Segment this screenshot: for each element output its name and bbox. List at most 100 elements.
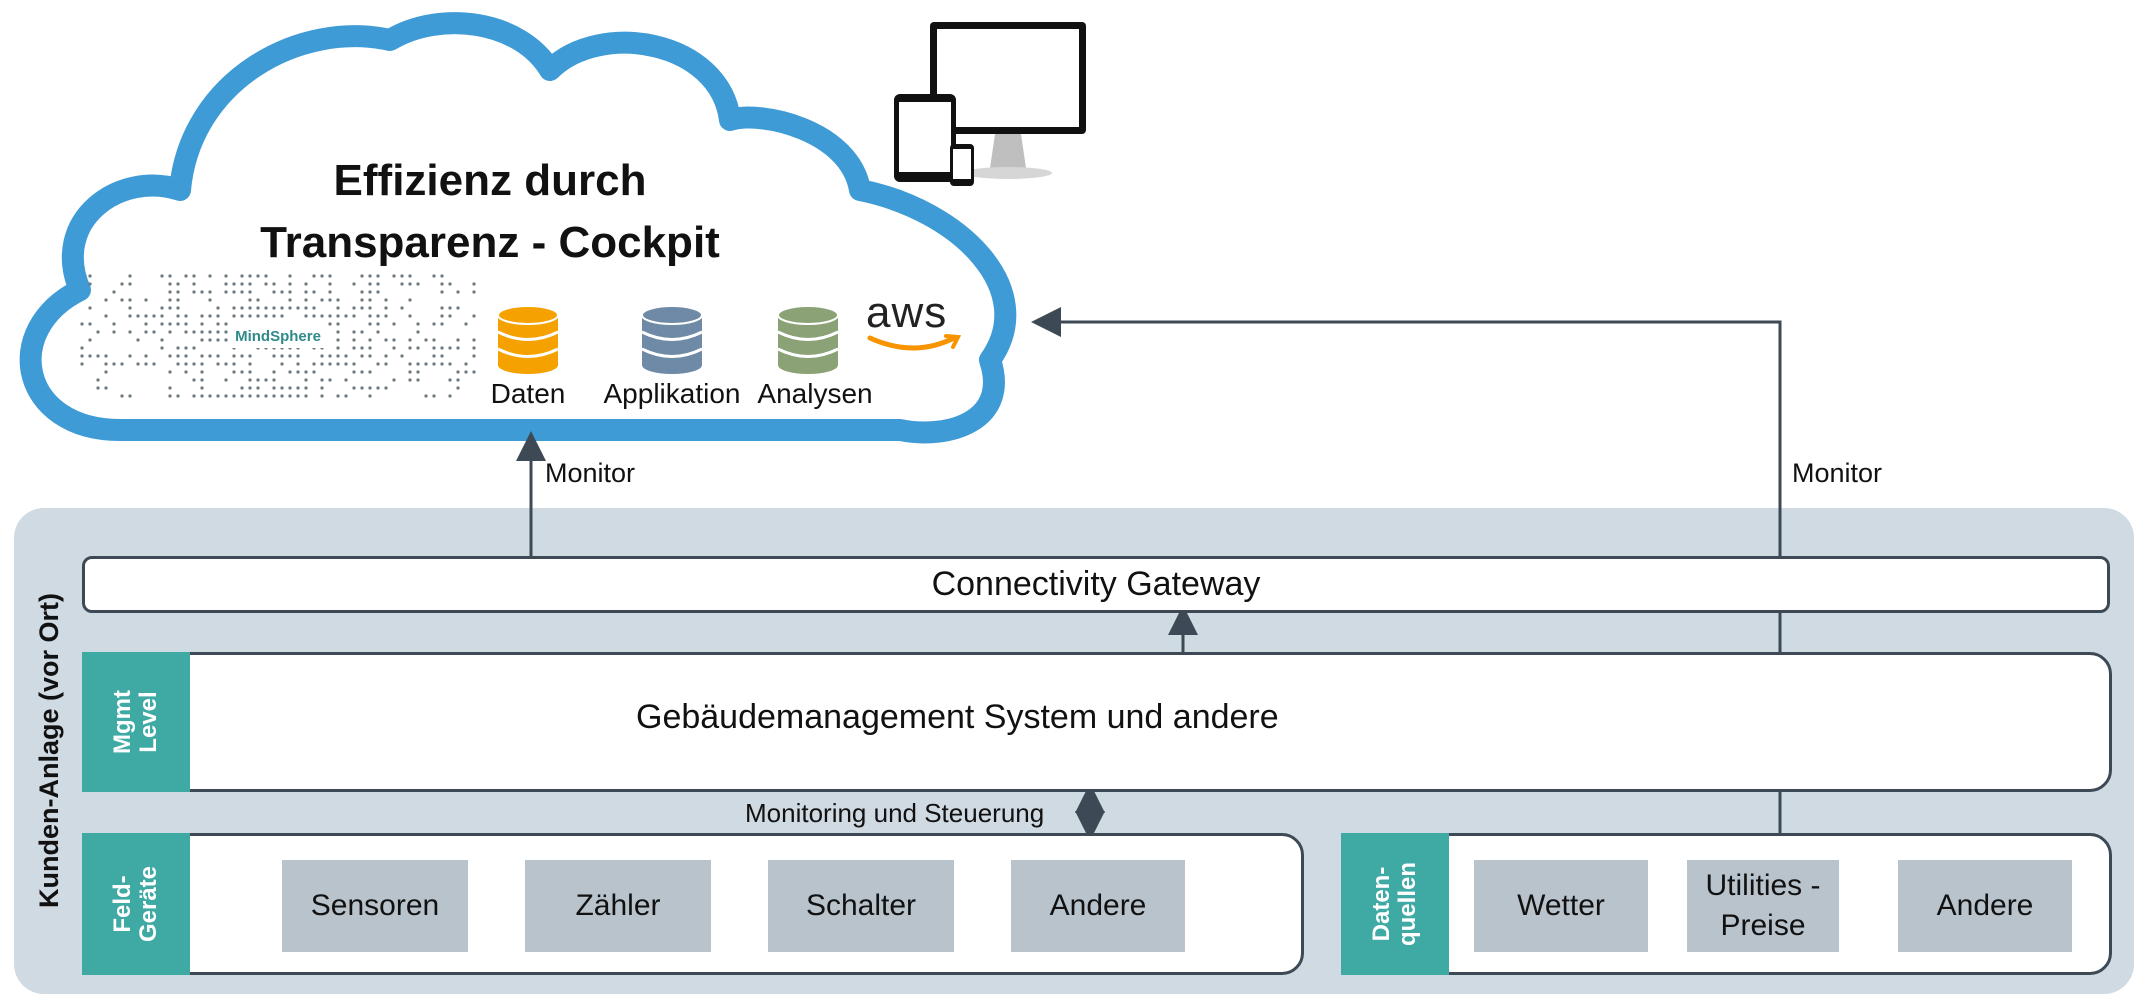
mindsphere-dot — [384, 354, 388, 358]
mindsphere-dot — [104, 314, 108, 318]
mindsphere-dot — [408, 338, 412, 342]
mindsphere-dot — [456, 338, 460, 342]
field-item-sensoren: Sensoren — [282, 860, 468, 952]
mindsphere-dot — [320, 298, 324, 302]
mindsphere-dot — [472, 290, 476, 294]
mindsphere-dot — [264, 306, 268, 310]
field-item-zaehler: Zähler — [525, 860, 711, 952]
mindsphere-dot — [440, 282, 444, 286]
mindsphere-dot — [176, 346, 180, 350]
mindsphere-dot — [296, 386, 300, 390]
mindsphere-dot — [192, 394, 196, 398]
mindsphere-dot — [272, 290, 276, 294]
mindsphere-dot — [136, 314, 140, 318]
mindsphere-dot — [136, 338, 140, 342]
left-monitor-label: Monitor — [545, 458, 636, 488]
mindsphere-dot — [312, 274, 316, 278]
mindsphere-dot — [224, 274, 228, 278]
mindsphere-dot — [208, 274, 212, 278]
mindsphere-dot — [440, 314, 444, 318]
mindsphere-dot — [392, 378, 396, 382]
mindsphere-dot — [216, 322, 220, 326]
mindsphere-dot — [360, 386, 364, 390]
mindsphere-dot — [232, 362, 236, 366]
mindsphere-dot — [152, 362, 156, 366]
mindsphere-dot — [224, 290, 228, 294]
mindsphere-dot — [448, 346, 452, 350]
mindsphere-dot — [208, 394, 212, 398]
mindsphere-dot — [208, 330, 212, 334]
mindsphere-dot — [184, 354, 188, 358]
mindsphere-dot — [376, 290, 380, 294]
mindsphere-dot — [472, 314, 476, 318]
mindsphere-dot — [168, 298, 172, 302]
mindsphere-dot — [384, 386, 388, 390]
mindsphere-dot — [232, 306, 236, 310]
mindsphere-dot — [96, 386, 100, 390]
mindsphere-dot — [288, 306, 292, 310]
mindsphere-dot — [120, 394, 124, 398]
mgmt-level-tag: Mgmt Level — [82, 652, 190, 792]
mindsphere-dot — [384, 338, 388, 342]
mindsphere-dot — [304, 298, 308, 302]
mindsphere-dot — [352, 386, 356, 390]
mindsphere-dot — [224, 394, 228, 398]
mindsphere-dot — [344, 378, 348, 382]
mindsphere-dot — [312, 290, 316, 294]
mindsphere-dot — [200, 394, 204, 398]
mindsphere-dot — [264, 314, 268, 318]
mindsphere-dot — [456, 370, 460, 374]
mindsphere-dot — [320, 394, 324, 398]
mindsphere-dot — [408, 370, 412, 374]
mindsphere-dot — [352, 346, 356, 350]
mindsphere-dot — [168, 394, 172, 398]
mindsphere-dot — [408, 314, 412, 318]
mindsphere-dot — [168, 370, 172, 374]
mindsphere-dot — [200, 314, 204, 318]
mindsphere-dot — [272, 282, 276, 286]
mindsphere-dot — [192, 290, 196, 294]
mindsphere-dot — [440, 306, 444, 310]
mindsphere-dot — [312, 370, 316, 374]
mindsphere-dot — [176, 298, 180, 302]
mindsphere-logo: MindSphere — [80, 274, 476, 398]
mindsphere-dot — [456, 386, 460, 390]
mindsphere-dot — [240, 314, 244, 318]
mindsphere-dot — [352, 306, 356, 310]
mindsphere-dot — [208, 354, 212, 358]
mindsphere-dot — [304, 290, 308, 294]
aws-logo: aws — [866, 288, 948, 337]
mindsphere-dot — [168, 282, 172, 286]
mindsphere-dot — [264, 274, 268, 278]
mindsphere-dot — [288, 354, 292, 358]
field-devices-tag-text: Feld- Geräte — [108, 865, 162, 943]
mindsphere-dot — [312, 362, 316, 366]
mindsphere-dot — [144, 362, 148, 366]
mindsphere-dot — [224, 338, 228, 342]
mindsphere-dot — [384, 298, 388, 302]
mindsphere-dot — [336, 346, 340, 350]
mindsphere-dot — [320, 386, 324, 390]
mindsphere-dot — [376, 330, 380, 334]
mindsphere-dot — [192, 362, 196, 366]
mindsphere-dot — [360, 370, 364, 374]
mindsphere-dot — [336, 394, 340, 398]
mindsphere-dot — [184, 330, 188, 334]
mindsphere-dot — [472, 354, 476, 358]
mindsphere-dot — [368, 298, 372, 302]
connectivity-gateway: Connectivity Gateway — [82, 556, 2110, 613]
mindsphere-dot — [104, 370, 108, 374]
mindsphere-dot — [304, 386, 308, 390]
mindsphere-dot — [288, 290, 292, 294]
mindsphere-dot — [96, 354, 100, 358]
mindsphere-dot — [440, 362, 444, 366]
mindsphere-dot — [376, 322, 380, 326]
mindsphere-dot — [216, 330, 220, 334]
mindsphere-dot — [128, 298, 132, 302]
mindsphere-dot — [144, 354, 148, 358]
mindsphere-dot — [88, 306, 92, 310]
field-devices-tag: Feld- Geräte — [82, 833, 190, 975]
mindsphere-dot — [224, 362, 228, 366]
mindsphere-dot — [368, 322, 372, 326]
mindsphere-dot — [264, 378, 268, 382]
